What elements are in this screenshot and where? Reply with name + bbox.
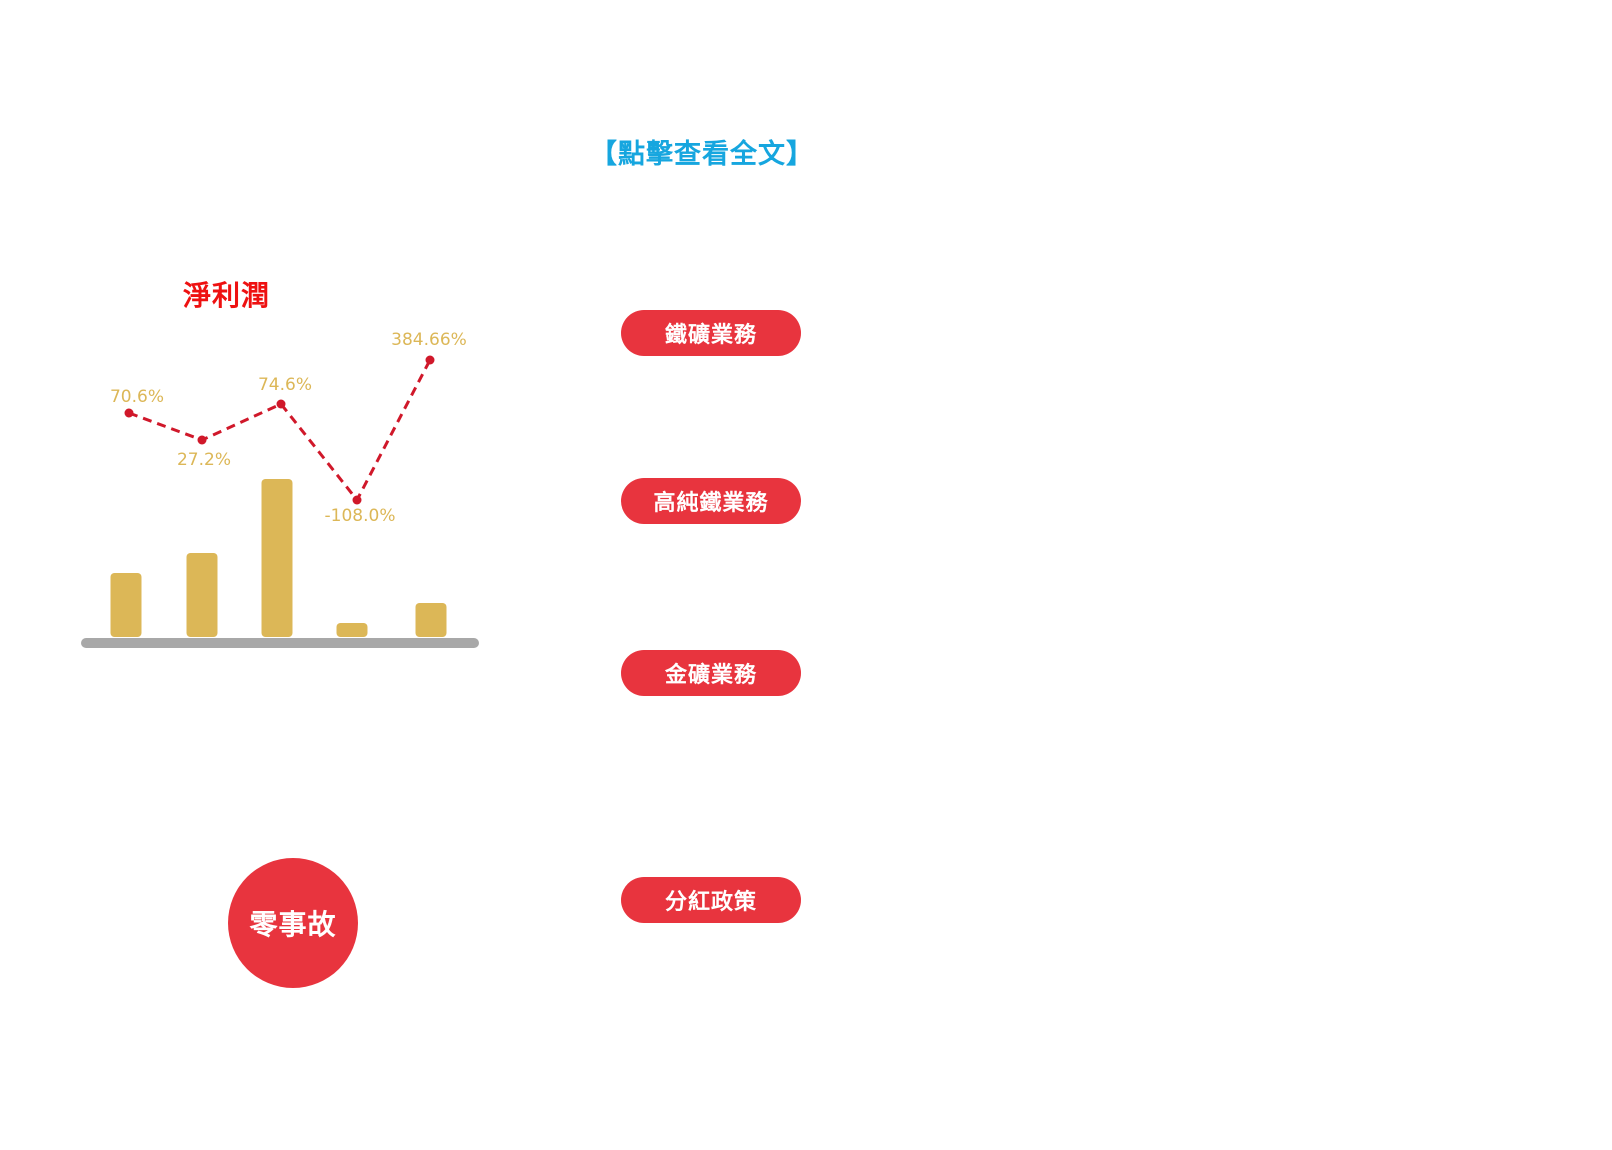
growth-rate-point: [197, 435, 207, 445]
growth-rate-label: 27.2%: [177, 450, 231, 470]
growth-rate-point: [352, 495, 362, 505]
growth-rate-point: [124, 408, 134, 418]
growth-rate-label: 74.6%: [258, 375, 312, 395]
growth-rate-line: [128, 359, 432, 503]
net-profit-chart-title: 淨利潤: [183, 279, 271, 312]
zero-accident-badge: 零事故: [228, 858, 358, 988]
growth-rate-label: 70.6%: [110, 387, 164, 407]
net-profit-bar: [261, 479, 293, 637]
net-profit-bar: [415, 603, 447, 637]
growth-rate-point: [425, 355, 435, 365]
iron-ore-business-button[interactable]: 鐵礦業務: [621, 310, 801, 356]
dividend-policy-button[interactable]: 分紅政策: [621, 877, 801, 923]
growth-rate-label: -108.0%: [325, 506, 396, 526]
net-profit-bar: [186, 553, 218, 637]
gold-mine-business-button[interactable]: 金礦業務: [621, 650, 801, 696]
net-profit-chart: 70.6% 27.2% 74.6% -108.0% 384.66%: [81, 330, 479, 648]
net-profit-bar: [336, 623, 368, 637]
growth-rate-point: [276, 399, 286, 409]
growth-rate-label: 384.66%: [391, 330, 467, 350]
read-full-article-link[interactable]: 【點擊查看全文】: [590, 139, 814, 170]
net-profit-bar: [110, 573, 142, 637]
high-purity-iron-business-button[interactable]: 高純鐵業務: [621, 478, 801, 524]
